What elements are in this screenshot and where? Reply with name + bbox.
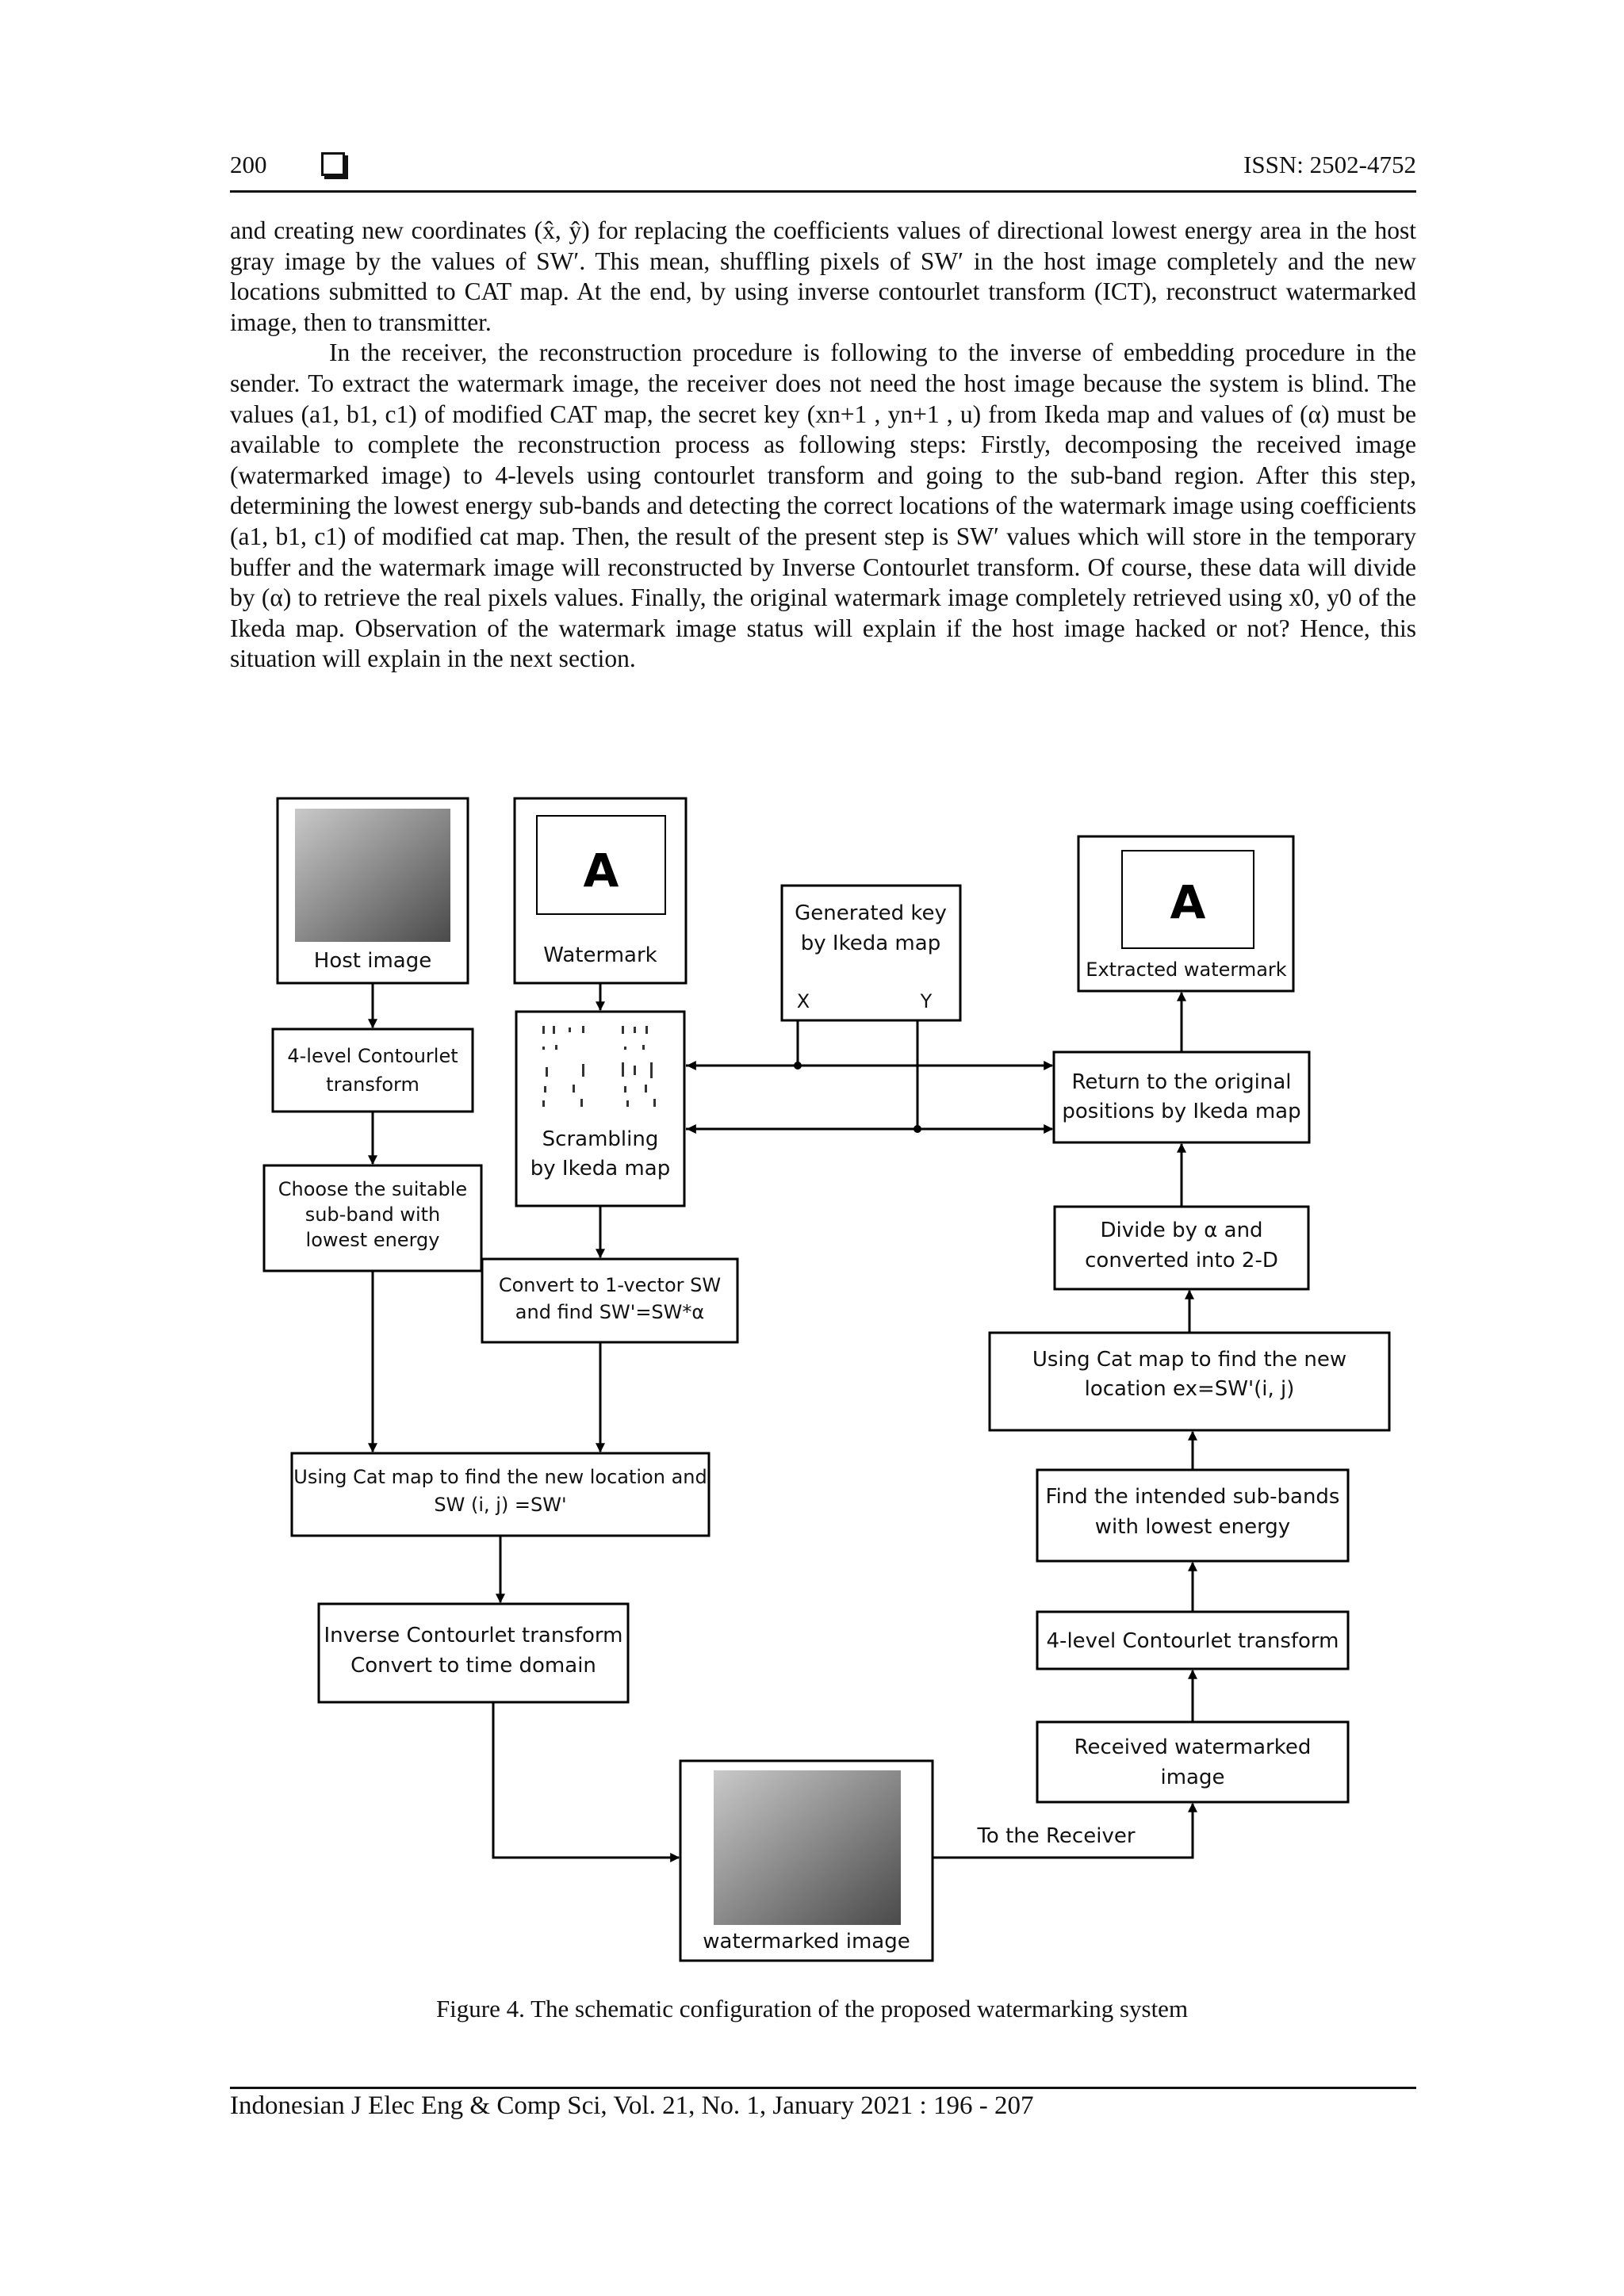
connectors — [368, 983, 1197, 1862]
square-bullet-icon — [321, 152, 345, 176]
catmap-tx-line1: Using Cat map to find the new location a… — [293, 1466, 707, 1488]
extracted-label: Extracted watermark — [1086, 959, 1286, 981]
figure-caption: Figure 4. The schematic configuration of… — [435, 1995, 1189, 2022]
contourlet-transform-box: 4-level Contourlet transform — [271, 1027, 474, 1113]
receiver-contourlet-box: 4-level Contourlet transform — [1036, 1610, 1350, 1670]
journal-footer: Indonesian J Elec Eng & Comp Sci, Vol. 2… — [230, 2091, 1034, 2120]
host-image-label: Host image — [314, 949, 431, 973]
catmap-rx-line2: location ex=SW'(i, j) — [1085, 1377, 1295, 1401]
paragraph: In the receiver, the reconstruction proc… — [230, 339, 1416, 673]
host-image-box: Host image — [276, 797, 469, 985]
received-watermarked-box: Received watermarked image — [1036, 1720, 1350, 1804]
divide-alpha-box: Divide by α and converted into 2-D — [1053, 1205, 1310, 1291]
rx-contourlet-label: 4-level Contourlet transform — [1047, 1629, 1339, 1653]
find-line1: Find the intended sub-bands — [1046, 1485, 1340, 1509]
convert-vector-box: Convert to 1-vector SW and find SW'=SW*α — [481, 1257, 739, 1344]
contourlet-line2: transform — [326, 1073, 419, 1096]
scrambling-line2: by Ikeda map — [530, 1157, 670, 1181]
watermarked-image-box: watermarked image — [679, 1759, 934, 1962]
catmap-receiver-box: Using Cat map to find the new location e… — [988, 1331, 1391, 1432]
scrambling-line1: Scrambling — [542, 1127, 659, 1151]
watermark-box: A Watermark — [513, 797, 688, 985]
inverse-line1: Inverse Contourlet transform — [324, 1624, 623, 1647]
scrambled-pattern — [542, 1026, 656, 1107]
host-photo-placeholder — [295, 809, 450, 942]
watermark-label: Watermark — [543, 943, 657, 967]
inverse-line2: Convert to time domain — [350, 1654, 596, 1678]
convert-line1: Convert to 1-vector SW — [499, 1274, 721, 1296]
divide-line1: Divide by α and — [1100, 1219, 1262, 1242]
choose-subband-box: Choose the suitable sub-band with lowest… — [262, 1164, 483, 1272]
generated-key-box: Generated key by Ikeda map X Y — [780, 884, 962, 1022]
issn-label: ISSN: 2502-4752 — [1243, 151, 1416, 178]
extracted-glyph: A — [1170, 875, 1206, 929]
watermarked-label: watermarked image — [703, 1930, 910, 1954]
to-receiver-label: To the Receiver — [976, 1824, 1135, 1848]
paragraph: and creating new coordinates (x̂, ŷ) for… — [230, 216, 1416, 336]
catmap-tx-line2: SW (i, j) =SW' — [434, 1494, 566, 1516]
choose-line3: lowest energy — [306, 1229, 440, 1251]
find-subbands-box: Find the intended sub-bands with lowest … — [1036, 1468, 1350, 1563]
key-y-label: Y — [920, 990, 933, 1012]
extracted-watermark-box: A Extracted watermark — [1077, 835, 1295, 993]
return-line2: positions by Ikeda map — [1062, 1100, 1300, 1123]
footer-rule — [230, 2087, 1416, 2089]
generated-key-line1: Generated key — [795, 901, 947, 925]
catmap-sender-box: Using Cat map to find the new location a… — [290, 1452, 710, 1537]
page-number: 200 — [230, 151, 267, 178]
received-line1: Received watermarked — [1074, 1735, 1312, 1759]
scrambling-box: Scrambling by Ikeda map — [515, 1010, 686, 1207]
catmap-rx-line1: Using Cat map to find the new — [1032, 1348, 1346, 1372]
contourlet-line1: 4-level Contourlet — [287, 1045, 458, 1067]
watermarked-photo-placeholder — [714, 1770, 901, 1925]
received-line2: image — [1161, 1766, 1225, 1789]
divide-line2: converted into 2-D — [1085, 1249, 1278, 1272]
watermark-glyph: A — [584, 844, 619, 897]
find-line2: with lowest energy — [1095, 1515, 1290, 1539]
choose-line2: sub-band with — [305, 1203, 441, 1226]
convert-line2: and find SW'=SW*α — [515, 1301, 704, 1323]
choose-line1: Choose the suitable — [278, 1178, 467, 1200]
return-line1: Return to the original — [1071, 1070, 1291, 1094]
key-x-label: X — [797, 990, 810, 1012]
header-rule — [230, 190, 1416, 193]
return-positions-box: Return to the original positions by Iked… — [1052, 1050, 1311, 1144]
generated-key-line2: by Ikeda map — [801, 932, 940, 955]
body-text: and creating new coordinates (x̂, ŷ) for… — [230, 216, 1416, 675]
inverse-contourlet-box: Inverse Contourlet transform Convert to … — [317, 1602, 630, 1704]
